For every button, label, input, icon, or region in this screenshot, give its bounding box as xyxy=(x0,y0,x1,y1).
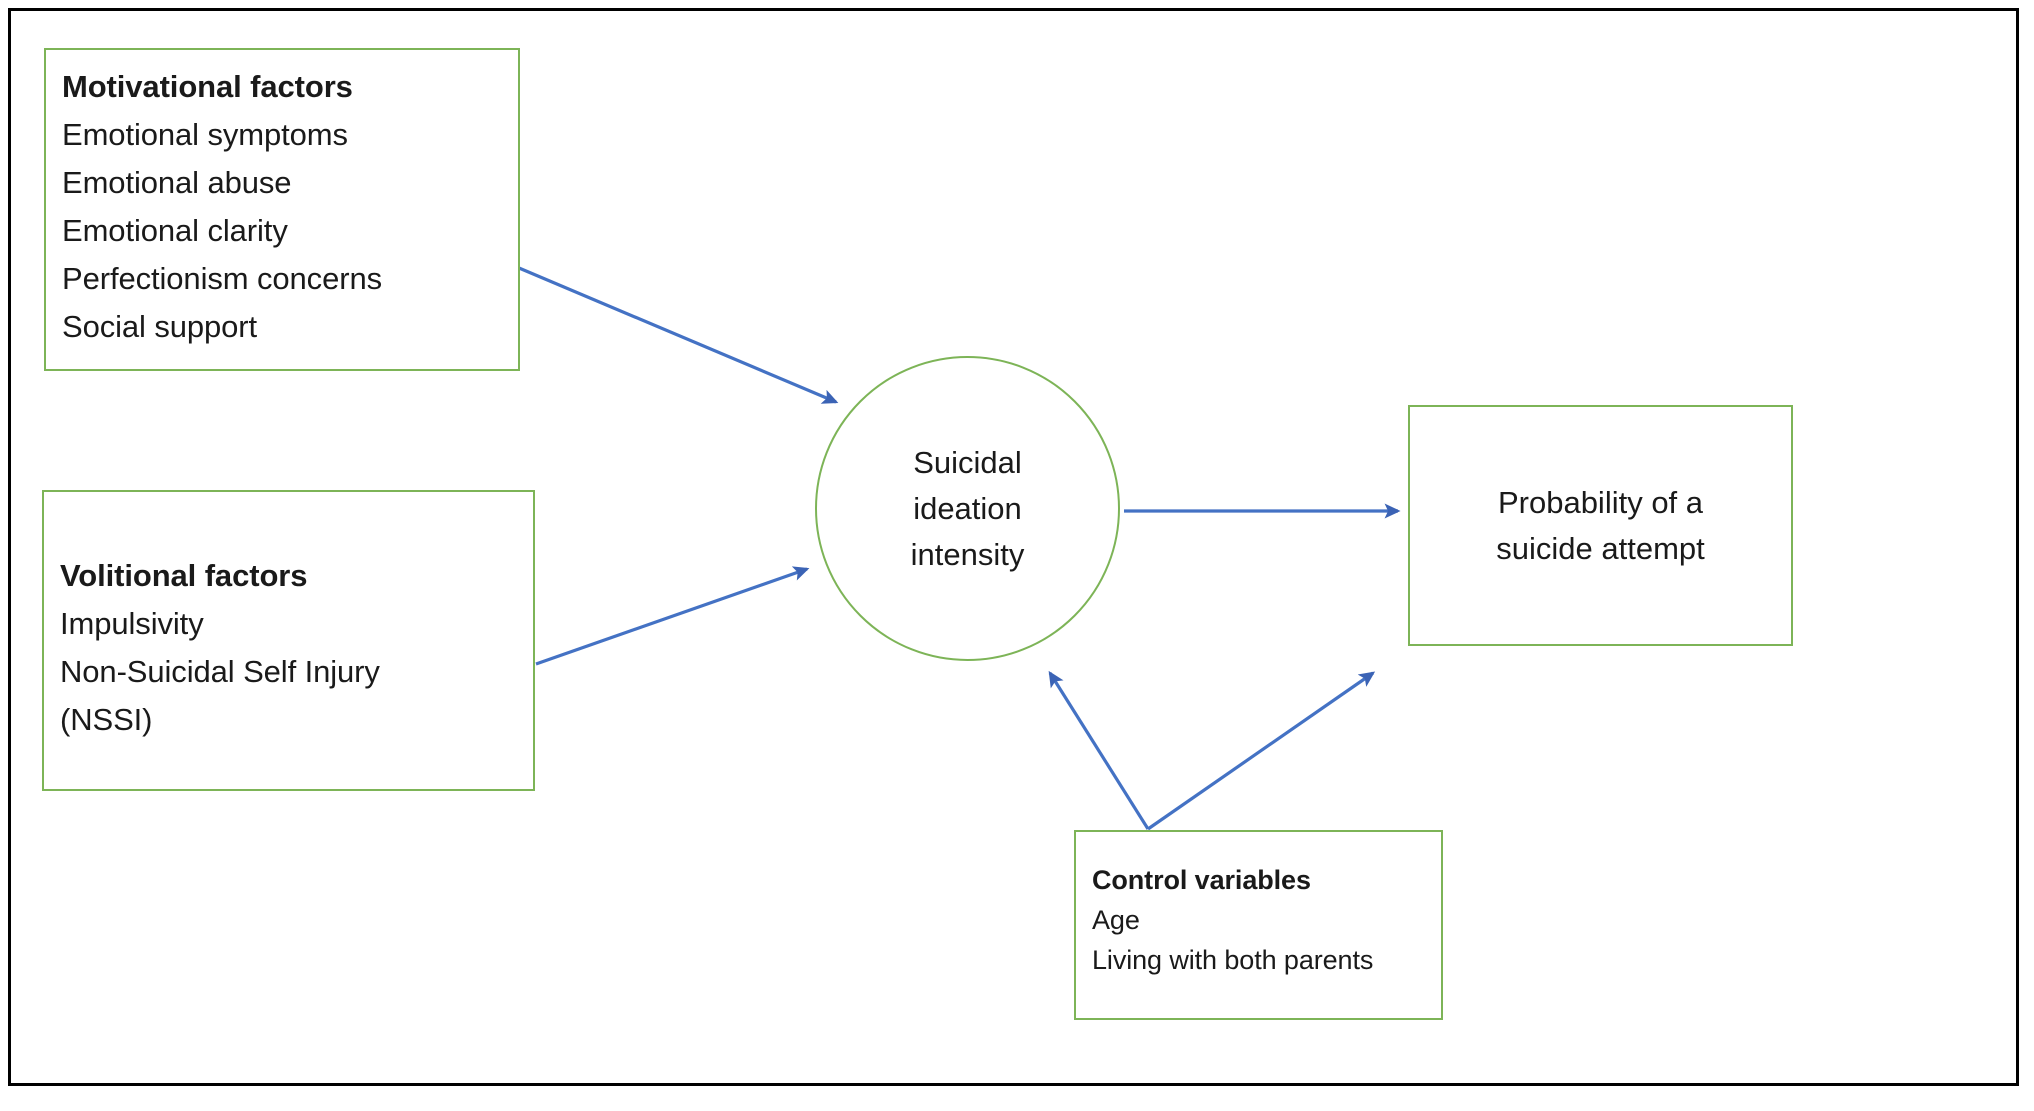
motivational-item-3: Emotional clarity xyxy=(62,213,288,248)
motivational-item-1: Emotional symptoms xyxy=(62,117,348,152)
volitional-content: Volitional factors Impulsivity Non-Suici… xyxy=(60,552,523,744)
volitional-item-1: Impulsivity xyxy=(60,606,204,641)
control-heading: Control variables xyxy=(1092,865,1311,895)
motivational-heading: Motivational factors xyxy=(62,69,353,104)
volitional-heading: Volitional factors xyxy=(60,558,308,593)
node-probability-suicide-attempt[interactable]: Probability of a suicide attempt xyxy=(1408,405,1793,646)
motivational-item-5: Social support xyxy=(62,309,258,344)
control-item-1: Age xyxy=(1092,905,1140,935)
motivational-item-4: Perfectionism concerns xyxy=(62,261,382,296)
probability-content: Probability of a suicide attempt xyxy=(1410,480,1791,572)
circle-line-3: intensity xyxy=(910,536,1025,572)
motivational-item-2: Emotional abuse xyxy=(62,165,292,200)
control-item-2: Living with both parents xyxy=(1092,945,1374,975)
probability-line-1: Probability of a xyxy=(1497,484,1704,520)
node-suicidal-ideation-intensity[interactable]: Suicidal ideation intensity xyxy=(815,356,1120,661)
circle-content: Suicidal ideation intensity xyxy=(911,440,1025,578)
motivational-content: Motivational factors Emotional symptoms … xyxy=(62,63,508,351)
circle-line-2: ideation xyxy=(913,490,1022,526)
node-control-variables[interactable]: Control variables Age Living with both p… xyxy=(1074,830,1443,1020)
volitional-item-2: Non-Suicidal Self Injury xyxy=(60,654,380,689)
control-content: Control variables Age Living with both p… xyxy=(1092,860,1431,980)
circle-line-1: Suicidal xyxy=(913,444,1022,480)
node-motivational-factors[interactable]: Motivational factors Emotional symptoms … xyxy=(44,48,520,371)
probability-line-2: suicide attempt xyxy=(1496,530,1705,566)
node-volitional-factors[interactable]: Volitional factors Impulsivity Non-Suici… xyxy=(42,490,535,791)
volitional-item-3: (NSSI) xyxy=(60,702,153,737)
